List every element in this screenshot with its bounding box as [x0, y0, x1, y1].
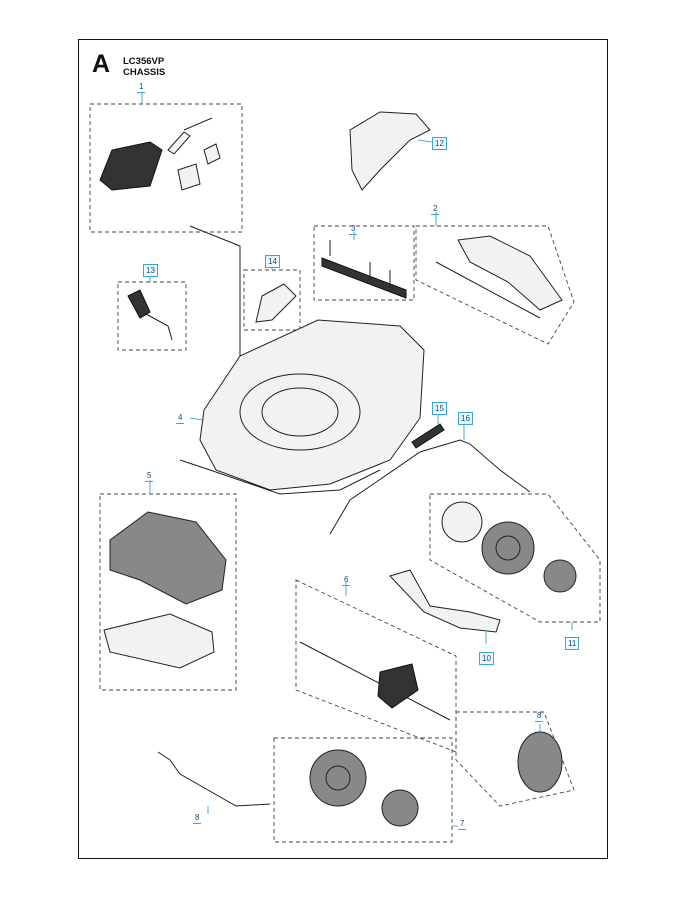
- callout-3: 3: [349, 224, 358, 235]
- callout-15: 15: [432, 402, 447, 415]
- rod-part-8: [157, 751, 271, 807]
- wheel-part-7: [309, 749, 367, 807]
- hubcap-disc: [441, 501, 483, 543]
- callout-10: 10: [479, 652, 494, 665]
- callout-7: 7: [458, 819, 467, 830]
- deck-part-4: [199, 319, 425, 491]
- section-letter: A: [92, 50, 111, 78]
- group-1-outline: [89, 103, 243, 233]
- group-7-outline: [273, 737, 453, 843]
- group-3-outline: [313, 225, 415, 301]
- callout-1: 1: [137, 82, 146, 93]
- cable-route: [189, 225, 241, 380]
- bar-part-3: [321, 257, 407, 299]
- callout-11: 11: [565, 637, 580, 650]
- group-8-outline: [455, 711, 575, 807]
- group-5-outline: [99, 493, 237, 691]
- cover-part-5: [109, 511, 227, 605]
- callout-4: 4: [176, 413, 185, 424]
- height-adjust-part-14: [255, 283, 297, 323]
- gearbox-part: [377, 663, 419, 709]
- clip-part: [203, 143, 221, 165]
- spring-part-15: [411, 423, 445, 449]
- deflector-part-2: [457, 235, 563, 311]
- callout-5: 5: [145, 471, 154, 482]
- callout-2: 2: [431, 204, 440, 215]
- section-title: CHASSIS: [123, 67, 166, 78]
- rear-flap-part-12: [349, 111, 431, 191]
- callout-6: 6: [342, 575, 351, 586]
- model-number: LC356VP: [123, 56, 165, 67]
- hubcap-part: [543, 559, 577, 593]
- mount-plate-part: [103, 613, 215, 669]
- rod-part-16: [329, 439, 531, 535]
- group-13-outline: [117, 281, 187, 351]
- callout-13: 13: [143, 264, 158, 277]
- axle-part: [299, 641, 451, 721]
- group-11-outline: [429, 493, 601, 623]
- knob-part-13: [127, 289, 151, 319]
- handle-grip-part: [99, 141, 163, 191]
- lever-part-10: [389, 569, 501, 633]
- cable-rod-part: [183, 117, 213, 131]
- callout-8-right: 8: [535, 711, 544, 722]
- callout-8-bottom: 8: [193, 813, 202, 824]
- diagram-frame: [78, 39, 608, 859]
- bracket-part: [177, 163, 201, 191]
- tire-part-8: [517, 731, 563, 793]
- callout-14: 14: [265, 255, 280, 268]
- hubcap-part-7: [381, 789, 419, 827]
- wheel-part-11: [481, 521, 535, 575]
- callout-12: 12: [432, 137, 447, 150]
- spring-part: [167, 131, 191, 155]
- callout-16: 16: [458, 412, 473, 425]
